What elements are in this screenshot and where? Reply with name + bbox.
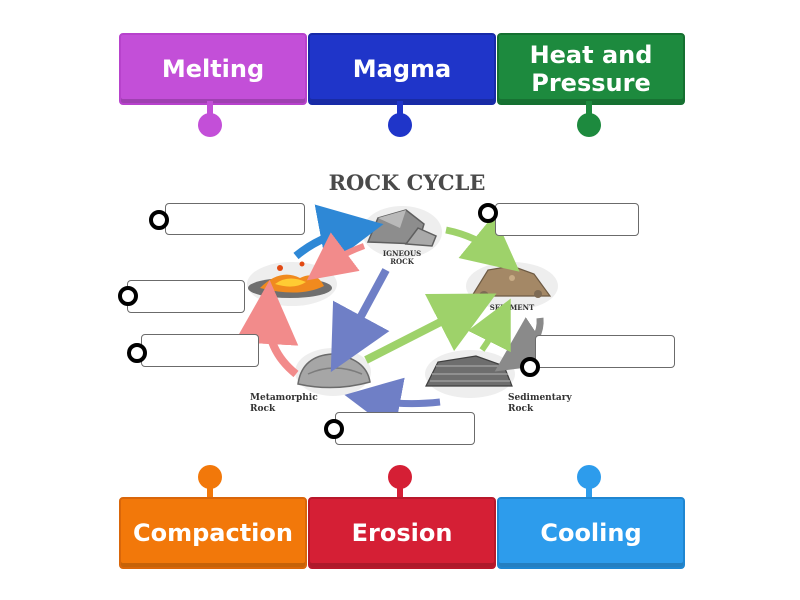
arrow-sedimentary-to-sediment — [467, 298, 511, 353]
tile-erosion[interactable]: Erosion — [308, 497, 496, 569]
drop-slot[interactable] — [127, 280, 245, 313]
tile-connector — [207, 485, 213, 499]
tile-connector — [207, 101, 213, 115]
tile-connector — [586, 485, 592, 499]
tile-cooling[interactable]: Cooling — [497, 497, 685, 569]
arrow-igneous-to-metamorphic — [330, 268, 390, 373]
rock-cycle-diagram: ROCK CYCLE IGNEOUS ROCK SEDIMENT — [120, 160, 685, 453]
arrow-metamorphic-to-sediment — [364, 293, 497, 364]
arrow-sedimentary-to-metamorphic — [344, 377, 441, 433]
drop-slot[interactable] — [535, 335, 675, 368]
tile-connector — [397, 485, 403, 499]
drop-slot[interactable] — [495, 203, 639, 236]
arrow-igneous-to-sediment — [445, 214, 520, 272]
tile-pin — [388, 113, 412, 137]
tile-magma[interactable]: Magma — [308, 33, 496, 105]
tile-pin — [577, 113, 601, 137]
igneous-rock-label: IGNEOUS — [383, 249, 421, 258]
rock-cycle-illustration: ROCK CYCLE IGNEOUS ROCK SEDIMENT — [234, 170, 572, 433]
drop-slot-pin[interactable] — [118, 286, 138, 306]
arrow-metamorphic-to-magma — [234, 280, 299, 378]
tile-connector — [586, 101, 592, 115]
sedimentary-rock-label: Sedimentary — [508, 393, 572, 403]
sedimentary-rock-label: Rock — [508, 404, 534, 414]
drop-slot[interactable] — [335, 412, 475, 445]
tile-compaction[interactable]: Compaction — [119, 497, 307, 569]
arrow-igneous-to-magma — [306, 232, 366, 281]
tile-pin — [198, 113, 222, 137]
metamorphic-rock-label: Rock — [250, 404, 276, 414]
igneous-rock-label: ROCK — [390, 257, 414, 266]
sediment-label: SEDIMENT — [490, 303, 535, 312]
drop-slot-pin[interactable] — [149, 210, 169, 230]
sedimentary-rock-icon — [425, 350, 515, 398]
metamorphic-rock-label: Metamorphic — [250, 393, 318, 403]
drop-slot-pin[interactable] — [520, 357, 540, 377]
drop-slot-pin[interactable] — [324, 419, 344, 439]
metamorphic-rock-icon — [295, 348, 371, 396]
drop-slot-pin[interactable] — [478, 203, 498, 223]
tile-connector — [397, 101, 403, 115]
diagram-title: ROCK CYCLE — [329, 170, 486, 195]
drop-slot-pin[interactable] — [127, 343, 147, 363]
drop-slot[interactable] — [165, 203, 305, 235]
magma-icon — [247, 261, 337, 306]
tile-heat-and-pressure[interactable]: Heat and Pressure — [497, 33, 685, 105]
drop-slot[interactable] — [141, 334, 259, 367]
tile-melting[interactable]: Melting — [119, 33, 307, 105]
